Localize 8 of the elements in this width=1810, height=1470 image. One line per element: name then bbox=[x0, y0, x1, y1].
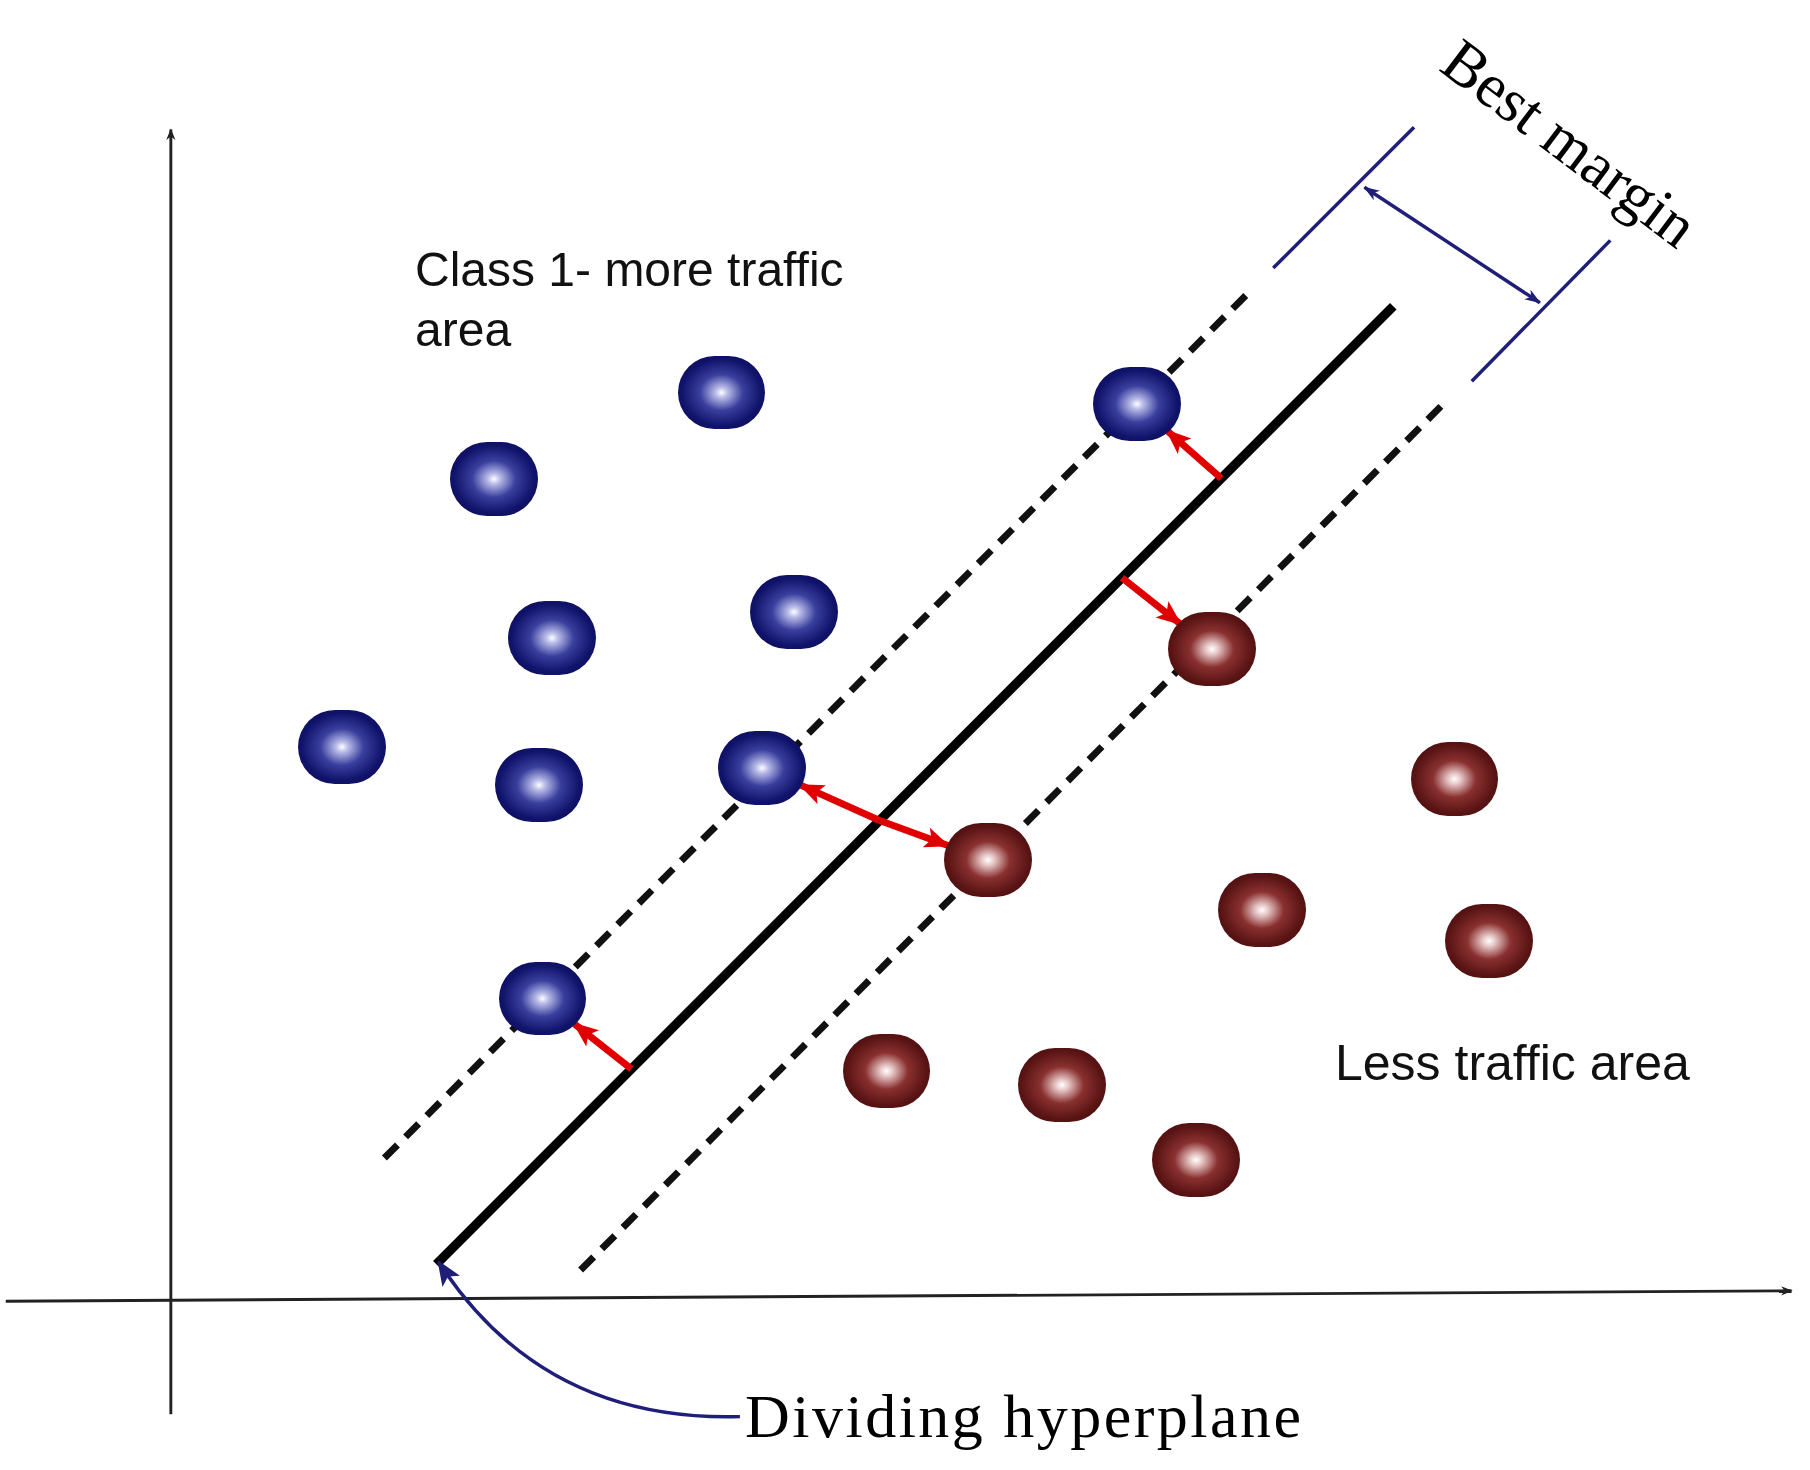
arrow bbox=[878, 817, 951, 849]
arrow bbox=[572, 1021, 634, 1072]
leader-line bbox=[437, 1260, 740, 1419]
class-label: Class 1- more traffic area bbox=[415, 240, 895, 360]
arrow bbox=[1119, 575, 1183, 627]
arrow bbox=[1165, 428, 1224, 481]
arrow bbox=[798, 782, 881, 824]
class-label: Less traffic area bbox=[1335, 1038, 1690, 1088]
